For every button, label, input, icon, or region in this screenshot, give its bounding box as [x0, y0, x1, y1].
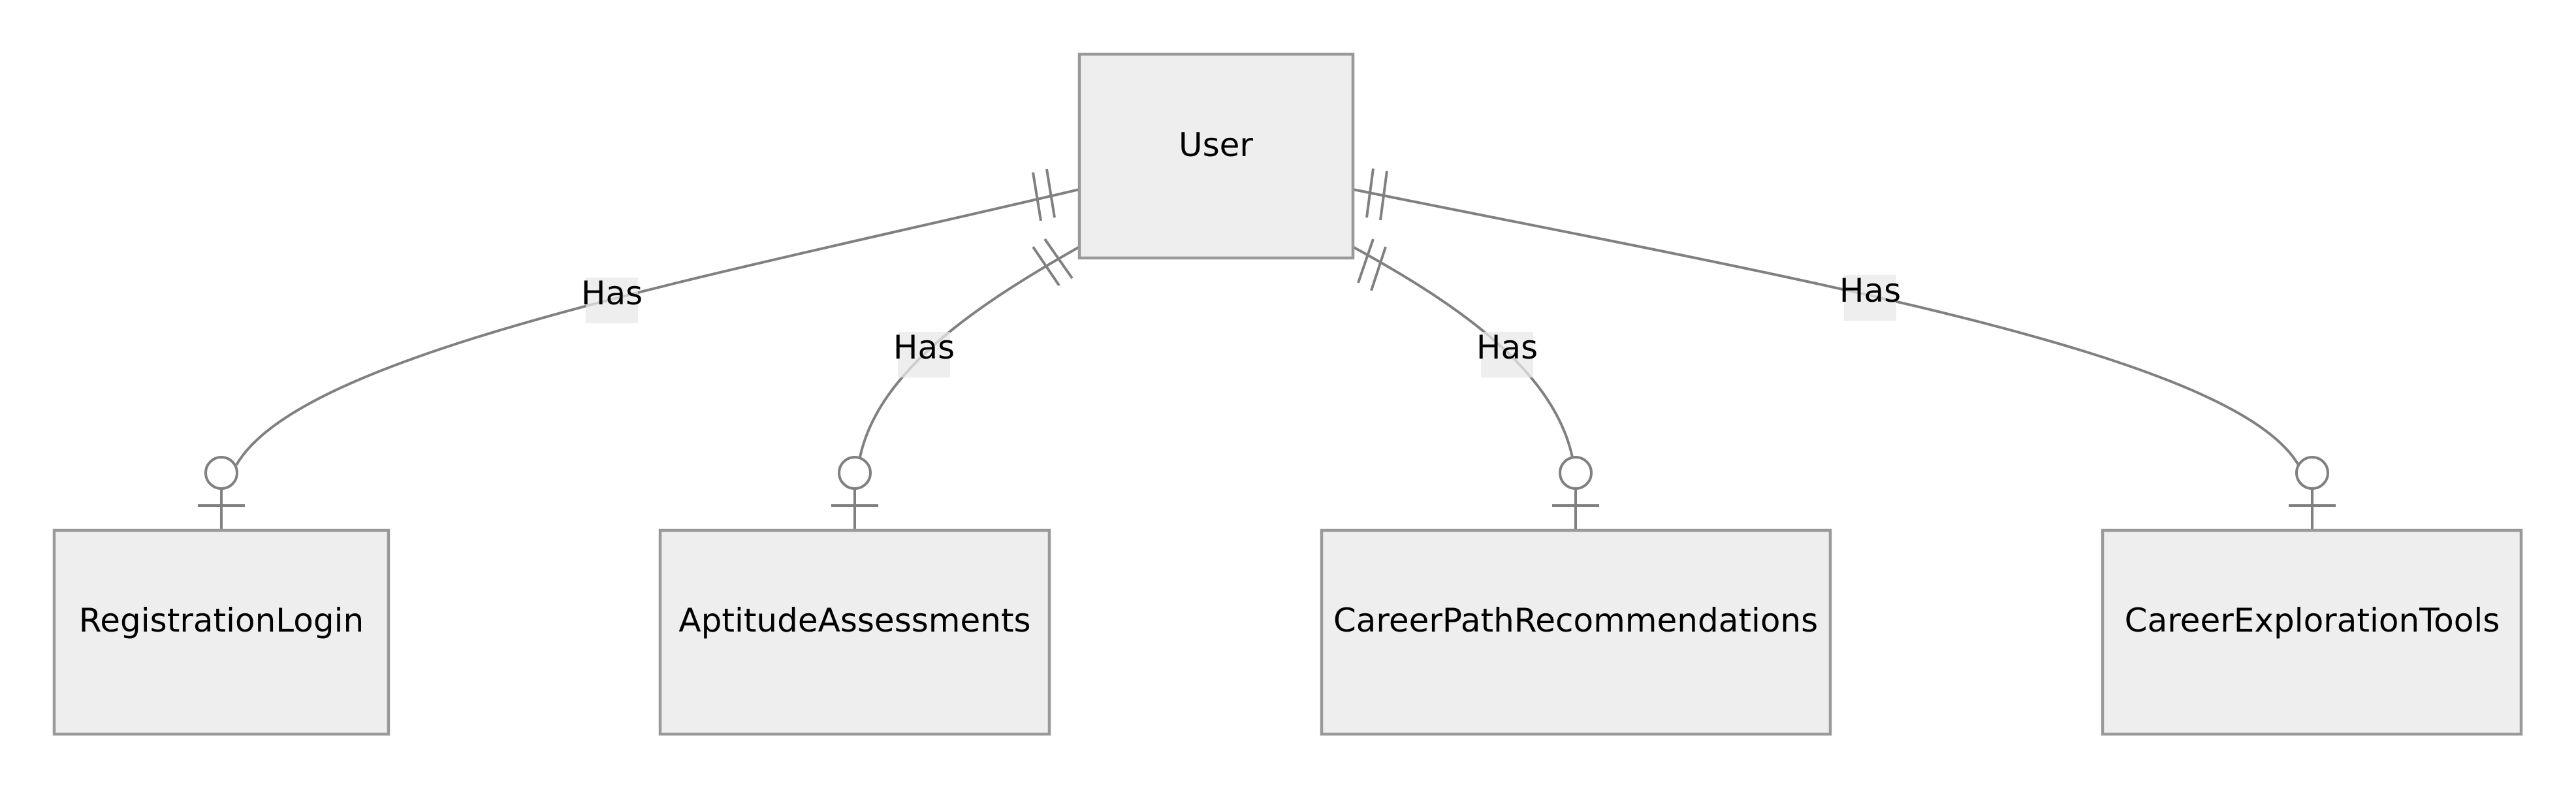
entity-careerpathrecommendations: CareerPathRecommendations: [1320, 528, 1832, 736]
entity-user: User: [1077, 52, 1355, 260]
exactly-one-marker-left-bottom: [1032, 238, 1073, 287]
entity-label-user: User: [1179, 126, 1253, 164]
entity-aptitudeassessments: AptitudeAssessments: [658, 528, 1051, 736]
relationship-label-registrationlogin: Has: [581, 274, 643, 323]
relationship-label-text: Has: [1839, 272, 1901, 310]
zero-or-one-marker-careerexplorationtools: [2289, 456, 2336, 530]
relationship-label-text: Has: [893, 329, 955, 366]
relationship-line-user-careerpathrecommendations: [1352, 246, 1574, 458]
relationship-label-careerexplorationtools: Has: [1839, 272, 1901, 321]
exactly-one-marker-right-bottom: [1357, 238, 1387, 291]
zero-or-one-marker-registrationlogin: [198, 456, 245, 530]
exactly-one-marker-right-top: [1365, 168, 1388, 221]
entity-label-careerpathrecommendations: CareerPathRecommendations: [1333, 602, 1818, 639]
entity-registrationlogin: RegistrationLogin: [52, 528, 390, 736]
relationship-label-aptitudeassessments: Has: [893, 329, 955, 378]
entity-label-aptitudeassessments: AptitudeAssessments: [678, 602, 1030, 639]
zero-or-one-marker-careerpathrecommendations: [1552, 456, 1599, 530]
entity-label-registrationlogin: RegistrationLogin: [79, 602, 364, 639]
relationship-label-text: Has: [1476, 329, 1538, 366]
relationship-line-user-careerexplorationtools: [1352, 188, 2300, 466]
relationship-label-careerpathrecommendations: Has: [1476, 329, 1538, 378]
entity-careerexplorationtools: CareerExplorationTools: [2101, 528, 2523, 736]
entity-label-careerexplorationtools: CareerExplorationTools: [2125, 602, 2500, 639]
relationship-label-text: Has: [581, 274, 643, 312]
zero-or-one-marker-aptitudeassessments: [831, 456, 878, 530]
relationship-line-user-registrationlogin: [235, 188, 1080, 466]
exactly-one-marker-left-top: [1032, 169, 1056, 221]
